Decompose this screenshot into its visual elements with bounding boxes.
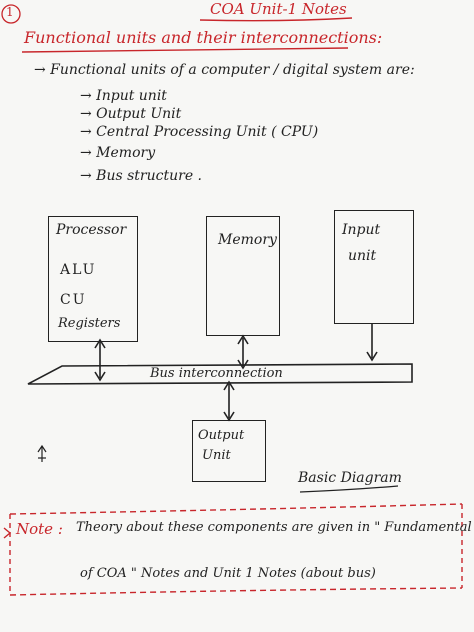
note-arrow: [3, 527, 12, 539]
list-item-output-unit: → Output Unit: [80, 106, 182, 122]
processor-cu: CU: [60, 292, 87, 308]
heading-underline: [21, 47, 349, 53]
page-number: 1: [6, 5, 14, 19]
note-border-top: [9, 503, 463, 515]
diagram-caption: Basic Diagram: [298, 470, 402, 486]
processor-alu: ALU: [60, 262, 97, 278]
page-number-circle: [1, 4, 21, 24]
note-border-bottom: [9, 587, 463, 596]
page-title: COA Unit-1 Notes: [210, 0, 347, 18]
bus-bar: [27, 363, 413, 385]
list-item-input-unit: → Input unit: [80, 88, 167, 104]
processor-box: [48, 216, 138, 342]
output-unit-box: [192, 420, 266, 482]
note-label: Note :: [16, 520, 63, 538]
list-item-memory: → Memory: [80, 145, 156, 161]
caption-underline: [299, 485, 399, 493]
input-unit-box: [334, 210, 414, 324]
section-heading: Functional units and their interconnecti…: [24, 28, 383, 47]
processor-registers: Registers: [58, 316, 121, 331]
input-unit-label-line2: unit: [348, 248, 377, 264]
note-line-1: Theory about these components are given …: [76, 520, 472, 535]
memory-box: [206, 216, 280, 336]
margin-doodle: [37, 444, 47, 462]
output-unit-label-line1: Output: [198, 428, 245, 443]
intro-text: → Functional units of a computer / digit…: [34, 62, 415, 78]
note-line-2: of COA " Notes and Unit 1 Notes (about b…: [80, 566, 376, 581]
output-unit-label-line2: Unit: [202, 448, 231, 463]
bus-label: Bus interconnection: [150, 366, 283, 381]
title-underline: [199, 17, 353, 22]
input-unit-label-line1: Input: [342, 222, 381, 238]
list-item-bus-structure: → Bus structure .: [80, 168, 203, 184]
memory-label: Memory: [218, 232, 277, 248]
list-item-cpu: → Central Processing Unit ( CPU): [80, 124, 319, 140]
processor-title: Processor: [56, 222, 127, 238]
